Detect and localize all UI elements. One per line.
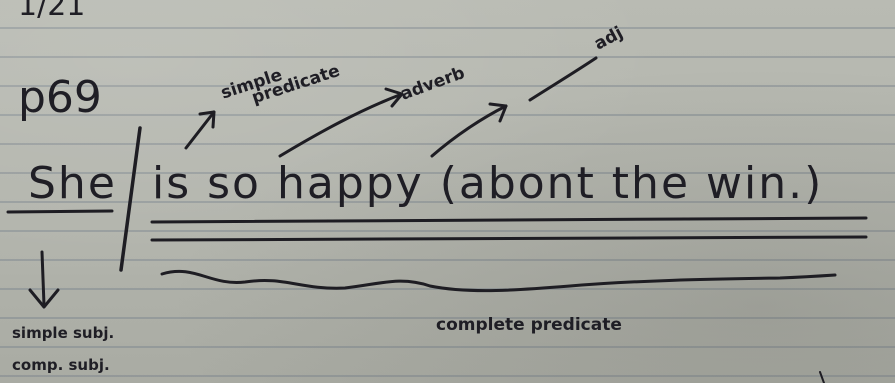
subject-down-arrow-icon	[28, 250, 60, 309]
predicate-underline-2	[150, 235, 868, 242]
stray-mark	[819, 371, 825, 383]
adjective-dash	[528, 56, 598, 102]
adverb-label: adverb	[398, 63, 468, 105]
subject-underline	[6, 209, 114, 214]
complete-predicate-label: complete predicate	[436, 315, 622, 335]
sentence-subject: She	[28, 158, 117, 209]
complete-predicate-wavy-line	[160, 269, 837, 293]
simple-predicate-arrow-icon	[184, 110, 216, 150]
sentence-predicate: is so happy (abont the win.)	[152, 158, 823, 209]
date-fragment: 1/21	[18, 0, 85, 23]
simple-predicate-label-group: simple predicate	[218, 61, 342, 108]
predicate-underline-1	[150, 216, 868, 224]
adverb-arrow-icon	[278, 87, 404, 158]
simple-subject-label: simple subj.	[12, 324, 114, 342]
page-number: p69	[18, 72, 102, 123]
simple-predicate-label-line2: predicate	[249, 61, 342, 108]
adjective-arrow-icon	[430, 102, 508, 158]
complete-subject-label: comp. subj.	[12, 356, 110, 374]
adjective-label: adj	[591, 23, 626, 54]
subject-predicate-divider	[119, 126, 142, 272]
